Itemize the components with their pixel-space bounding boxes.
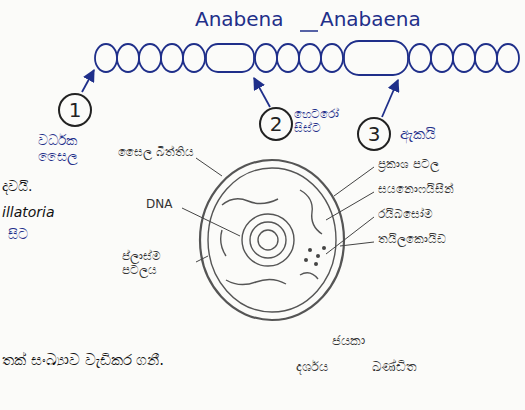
akinete: [344, 41, 408, 75]
part-name: DNA: [146, 198, 172, 212]
filament: [95, 41, 519, 75]
title-word: Anabaena: [320, 8, 421, 31]
callout-text: 1: [69, 100, 82, 120]
callout-number: 2: [259, 107, 293, 141]
printed-text: illatoria: [2, 204, 55, 220]
printed-text: තක් සංඛ්‍යාව වැඩිකර ගනී.: [2, 352, 164, 369]
callout-number: 3: [357, 117, 391, 151]
part-name: සෛල බිත්තිය: [118, 146, 196, 160]
part-name: ප්ලාස්ම පටලය: [122, 250, 194, 278]
underscore: [300, 30, 318, 32]
heterocyst: [206, 44, 254, 72]
ribosome-dots: [304, 246, 326, 266]
part-name: වර්ධක සෛල: [38, 132, 100, 164]
pointer-arrows: [82, 70, 398, 117]
callout-text: 3: [368, 124, 381, 144]
part-name: රයිබසෝම: [378, 208, 433, 222]
part-name: හෙටරෝ සිස්ට: [294, 108, 352, 136]
part-name: ඇකයි: [400, 126, 436, 143]
callout-text: 2: [270, 114, 283, 134]
printed-text: දවයි.: [2, 178, 32, 194]
leader-lines: [182, 158, 374, 262]
part-name: ප්‍රකාශ පටල: [378, 158, 439, 172]
part-name: තයිලකොයිඩ: [378, 233, 446, 247]
note: සිට: [8, 226, 28, 242]
title-word: Anabena: [195, 8, 284, 31]
note: ඛණ්ඩිත: [372, 360, 417, 375]
note: ජයකා: [332, 334, 365, 349]
callout-number: 1: [58, 93, 92, 127]
part-name: සයනොෆයිසීන්: [378, 183, 454, 197]
note: දර්ශය: [296, 360, 328, 375]
cell-drawing: [200, 160, 344, 320]
